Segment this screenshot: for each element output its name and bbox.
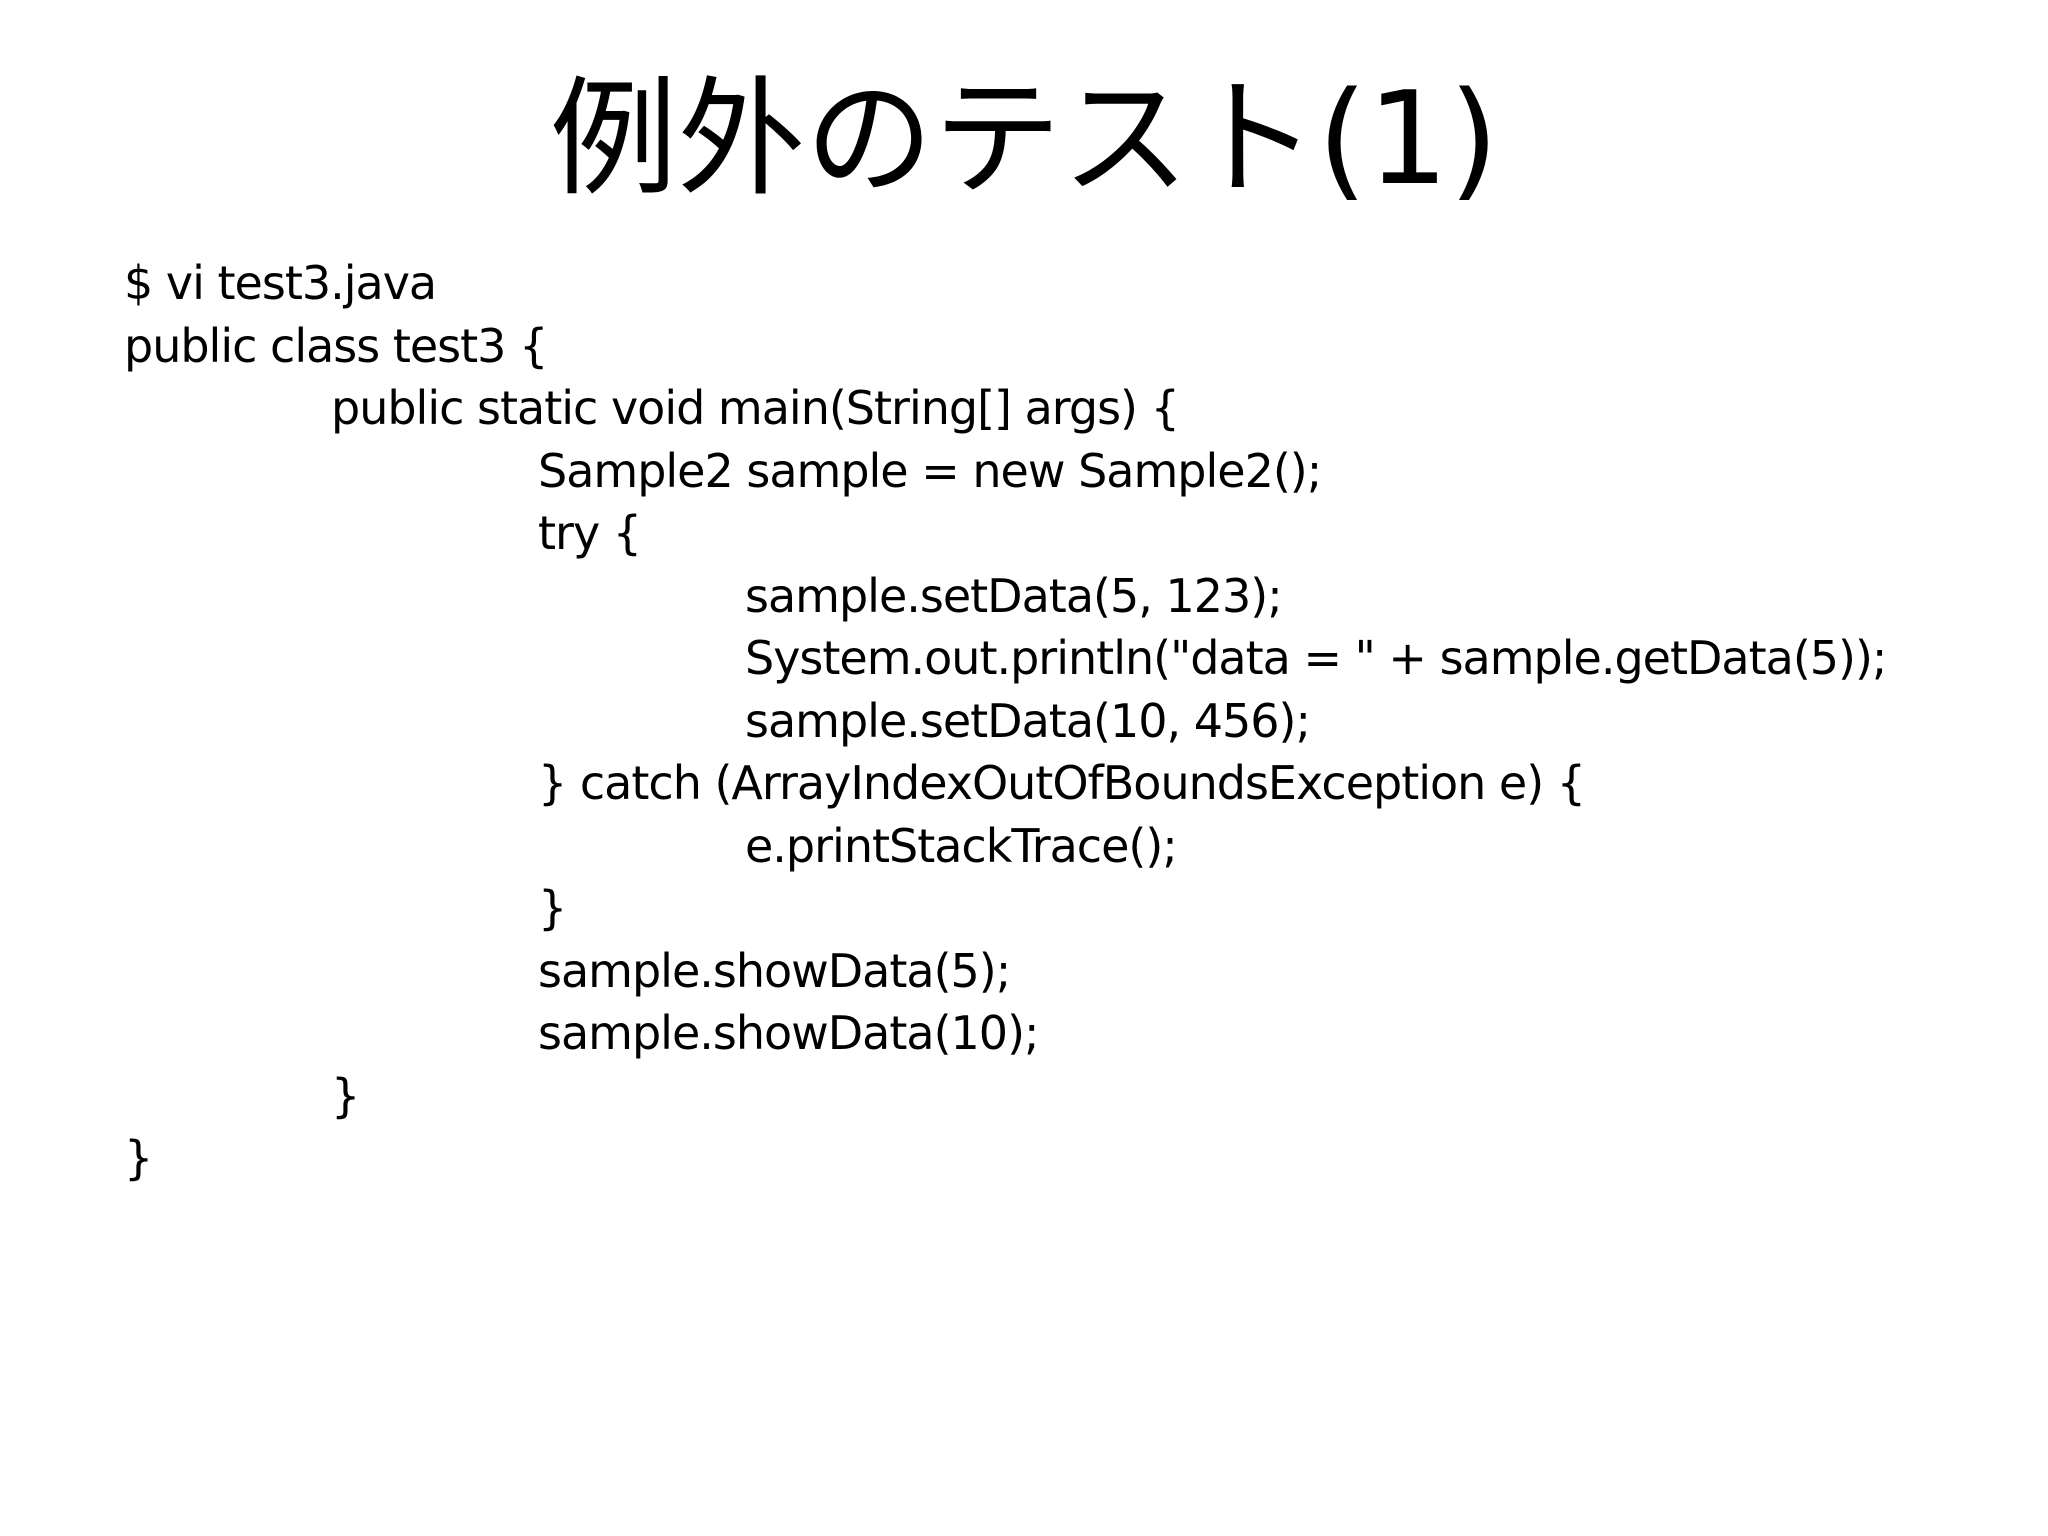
code-line: public static void main(String[] args) {	[331, 381, 1180, 435]
code-line: }	[124, 1131, 153, 1185]
code-line: try {	[538, 506, 642, 560]
code-line: sample.showData(10);	[538, 1006, 1040, 1060]
code-line: sample.setData(5, 123);	[745, 568, 1283, 623]
code-line: Sample2 sample = new Sample2();	[538, 443, 1322, 498]
code-line: sample.showData(5);	[538, 943, 1011, 998]
code-line: System.out.println("data = " + sample.ge…	[745, 631, 1887, 685]
code-line: public class test3 {	[124, 318, 548, 373]
code-line: }	[538, 881, 567, 935]
code-line: } catch (ArrayIndexOutOfBoundsException …	[538, 756, 1586, 810]
code-block: $ vi test3.java public class test3 { pub…	[124, 252, 2024, 1190]
code-line: }	[331, 1068, 360, 1123]
slide-title: 例外のテスト(1)	[549, 65, 1499, 214]
code-line: $ vi test3.java	[124, 256, 437, 310]
code-line: e.printStackTrace();	[745, 818, 1178, 873]
code-line: sample.setData(10, 456);	[745, 693, 1311, 748]
